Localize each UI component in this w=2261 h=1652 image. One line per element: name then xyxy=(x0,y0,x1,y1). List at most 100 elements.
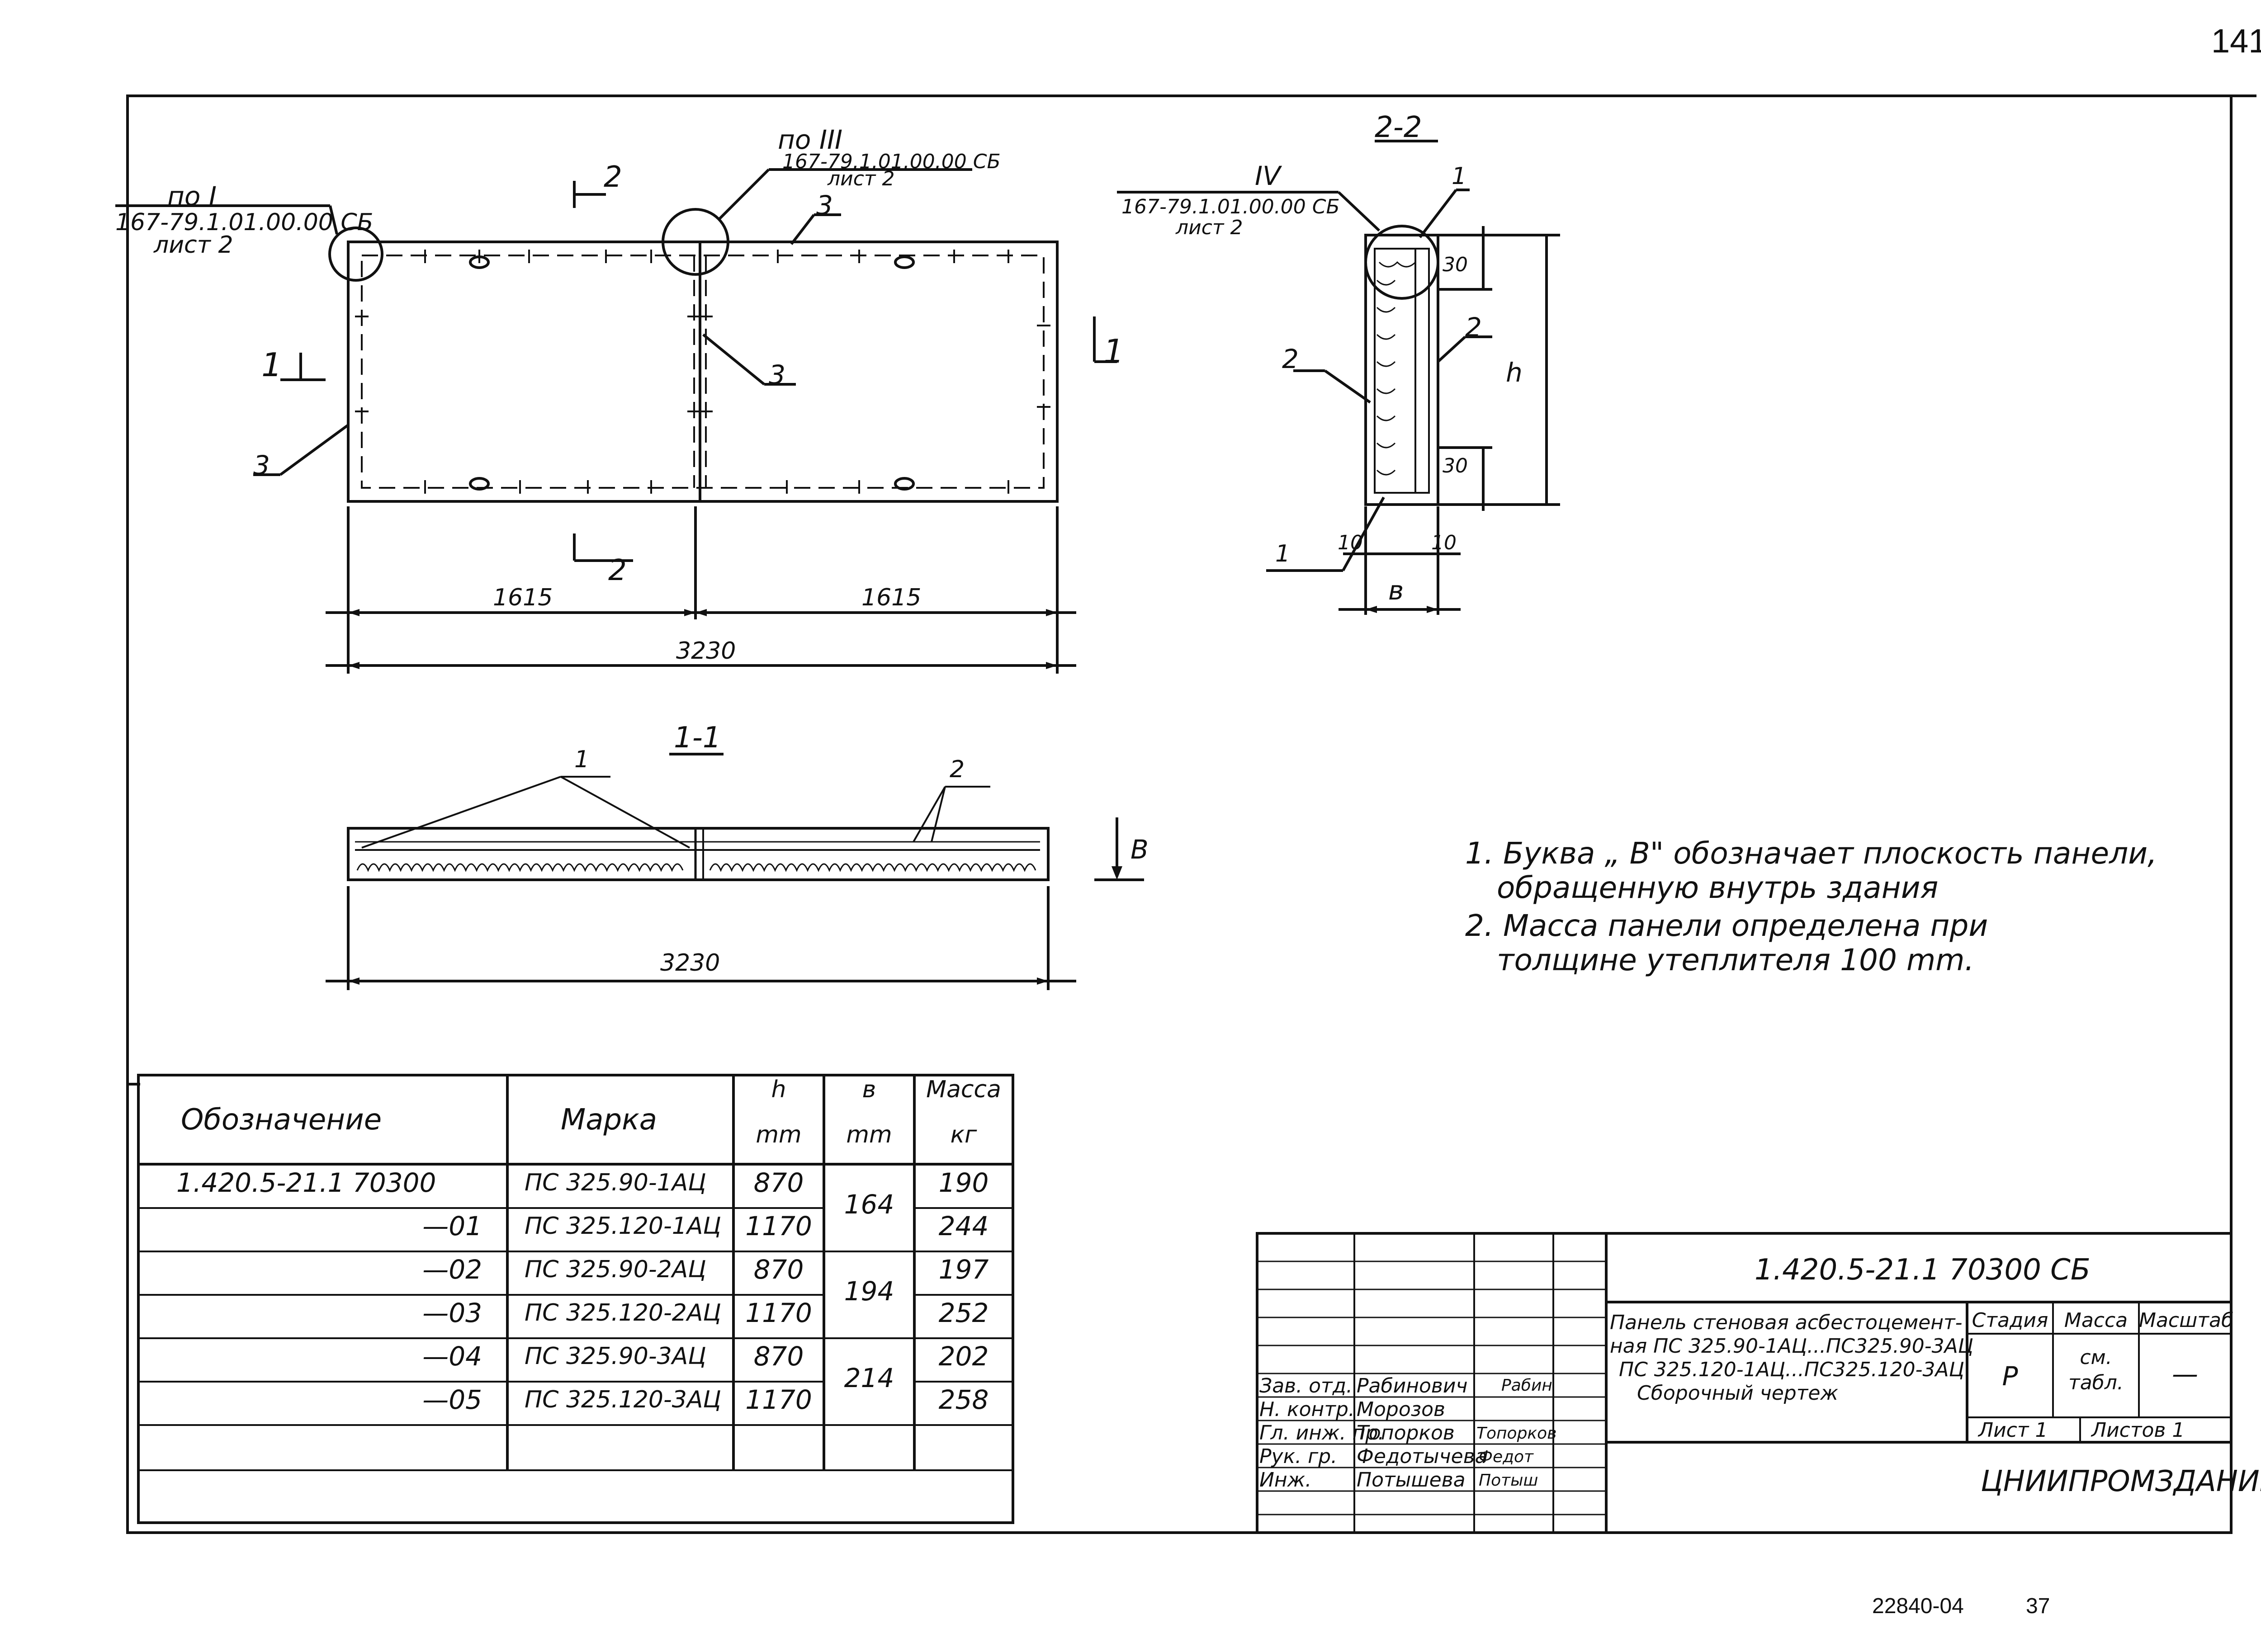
plan-dim-right: 1615 xyxy=(861,584,922,611)
spec-row-3-h: 1170 xyxy=(745,1298,812,1328)
title-block-grid xyxy=(1256,1232,2233,1534)
title-stage-label: Стадия xyxy=(1972,1309,2048,1332)
spec-header-b: в xyxy=(862,1076,876,1103)
section-22-dim-h: h xyxy=(1506,357,1523,388)
signer-1-role: Н. контр. xyxy=(1259,1398,1355,1421)
spec-row-5-h: 1170 xyxy=(745,1384,812,1415)
section-11-view xyxy=(326,753,1144,990)
spec-row-4-mass: 202 xyxy=(938,1341,989,1372)
spec-header-mass-unit: кг xyxy=(950,1121,977,1148)
spec-row-0-mass: 190 xyxy=(938,1167,989,1198)
callout-iii-ref: по III xyxy=(778,124,843,155)
spec-row-4-designation: —04 xyxy=(422,1341,482,1372)
callout-i-ref: по I xyxy=(167,181,217,212)
section-11-title: 1-1 xyxy=(674,721,721,755)
signer-0-role: Зав. отд. xyxy=(1259,1374,1353,1397)
spec-row-1-mark: ПС 325.120-1АЦ xyxy=(525,1213,721,1240)
spec-row-0-h: 870 xyxy=(753,1167,804,1198)
plan-label-3-top: 3 xyxy=(816,190,833,221)
plan-view xyxy=(115,168,1117,674)
spec-row-5-mark: ПС 325.120-3АЦ xyxy=(525,1386,721,1413)
signer-2-sign: Топорков xyxy=(1476,1424,1557,1443)
title-scale-value: — xyxy=(2172,1359,2198,1389)
plan-label-3-left: 3 xyxy=(253,450,270,481)
section-11-label-b: В xyxy=(1130,834,1149,865)
plan-label-3-mid: 3 xyxy=(769,359,785,390)
plan-section-mark-2-top: 2 xyxy=(604,160,622,194)
page-number: 141 xyxy=(2211,22,2261,60)
callout-iv-ref: IV xyxy=(1255,160,1281,191)
signer-3-role: Рук. гр. xyxy=(1259,1445,1338,1468)
plan-dim-left: 1615 xyxy=(493,584,553,611)
spec-row-5-mass: 258 xyxy=(938,1384,989,1415)
spec-row-4-h: 870 xyxy=(753,1341,804,1372)
signer-4-role: Инж. xyxy=(1259,1468,1312,1492)
signer-2-name: Топорков xyxy=(1357,1421,1455,1444)
note-1-line-1: 1. Буква „ В" обозначает плоскость панел… xyxy=(1465,836,2157,871)
section-22-view xyxy=(1117,140,1560,615)
spec-header-designation: Обозначение xyxy=(181,1103,382,1137)
spec-row-2-mass: 197 xyxy=(938,1254,989,1285)
title-sheet: Лист 1 xyxy=(1978,1419,2048,1442)
spec-row-2-designation: —02 xyxy=(422,1254,482,1285)
section-22-dim-10-right: 10 xyxy=(1431,531,1457,554)
footer-code: 22840-04 xyxy=(1872,1594,1964,1618)
spec-row-0-designation: 1.420.5-21.1 70300 xyxy=(176,1167,436,1198)
spec-row-1-designation: —01 xyxy=(422,1211,482,1241)
spec-header-h: h xyxy=(771,1076,786,1103)
title-doc-code: 1.420.5-21.1 70300 СБ xyxy=(1755,1253,2091,1287)
spec-b-group-0: 164 xyxy=(844,1189,894,1220)
callout-iii-doc: 167-79.1.01.00.00 СБ xyxy=(782,150,1001,173)
section-22-label-1-top: 1 xyxy=(1452,163,1467,190)
title-line-3: ПС 325.120-1АЦ...ПС325.120-3АЦ xyxy=(1619,1358,1964,1381)
title-mass-label: Масса xyxy=(2064,1309,2128,1332)
section-22-dim-30-top: 30 xyxy=(1443,253,1468,276)
callout-i-sheet: лист 2 xyxy=(154,231,233,259)
spec-row-2-h: 870 xyxy=(753,1254,804,1285)
spec-header-b-unit: mm xyxy=(846,1121,892,1148)
signer-1-name: Морозов xyxy=(1357,1398,1445,1421)
signer-2-role: Гл. инж. пр. xyxy=(1259,1421,1385,1444)
callout-iv-sheet: лист 2 xyxy=(1176,216,1243,239)
title-stage-value: Р xyxy=(2002,1361,2018,1392)
signer-3-name: Федотычева xyxy=(1357,1445,1487,1468)
callout-iv-doc: 167-79.1.01.00.00 СБ xyxy=(1121,195,1340,218)
note-1-line-2: обращенную внутрь здания xyxy=(1497,870,1939,905)
note-2-line-1: 2. Масса панели определена при xyxy=(1465,908,1988,943)
title-line-1: Панель стеновая асбестоцемент- xyxy=(1610,1311,1963,1334)
spec-row-1-h: 1170 xyxy=(745,1211,812,1241)
spec-row-0-mark: ПС 325.90-1АЦ xyxy=(525,1169,706,1196)
footer-page: 37 xyxy=(2026,1594,2050,1618)
plan-section-mark-1-left: 1 xyxy=(261,346,282,384)
section-22-label-2-right: 2 xyxy=(1465,312,1482,343)
section-22-label-2-left: 2 xyxy=(1282,344,1299,374)
spec-row-4-mark: ПС 325.90-3АЦ xyxy=(525,1343,706,1370)
section-22-dim-b: в xyxy=(1388,575,1404,606)
section-22-dim-30-bottom: 30 xyxy=(1443,454,1468,477)
spec-header-mark: Марка xyxy=(561,1103,657,1137)
section-11-label-1: 1 xyxy=(574,746,590,773)
callout-iii-sheet: лист 2 xyxy=(828,167,895,190)
spec-header-mass: Масса xyxy=(926,1076,1001,1103)
title-mass-value: см. табл. xyxy=(2068,1346,2124,1394)
plan-dim-total: 3230 xyxy=(676,637,736,665)
title-line-2: ная ПС 325.90-1АЦ...ПС325.90-3АЦ xyxy=(1610,1335,1973,1358)
spec-row-3-mark: ПС 325.120-2АЦ xyxy=(525,1299,721,1326)
signer-0-sign: Рабин xyxy=(1501,1376,1552,1395)
spec-table-grid xyxy=(137,1074,1014,1524)
section-11-label-2: 2 xyxy=(950,756,965,783)
title-org: ЦНИИПРОМЗДАНИЙ xyxy=(1981,1465,2261,1498)
title-sheets: Листов 1 xyxy=(2091,1419,2185,1442)
spec-b-group-2: 214 xyxy=(844,1363,894,1393)
section-11-dim-total: 3230 xyxy=(660,949,720,977)
signer-3-sign: Федот xyxy=(1479,1448,1534,1466)
spec-b-group-1: 194 xyxy=(844,1276,894,1307)
spec-row-2-mark: ПС 325.90-2АЦ xyxy=(525,1256,706,1283)
plan-section-mark-2-bottom: 2 xyxy=(608,554,627,587)
spec-header-h-unit: mm xyxy=(756,1121,802,1148)
spec-row-3-designation: —03 xyxy=(422,1298,482,1328)
callout-i-doc: 167-79.1.01.00.00 СБ xyxy=(115,209,374,236)
title-line-4: Сборочный чертеж xyxy=(1637,1382,1839,1405)
signer-0-name: Рабинович xyxy=(1357,1374,1468,1397)
signer-4-sign: Потыш xyxy=(1479,1471,1538,1490)
